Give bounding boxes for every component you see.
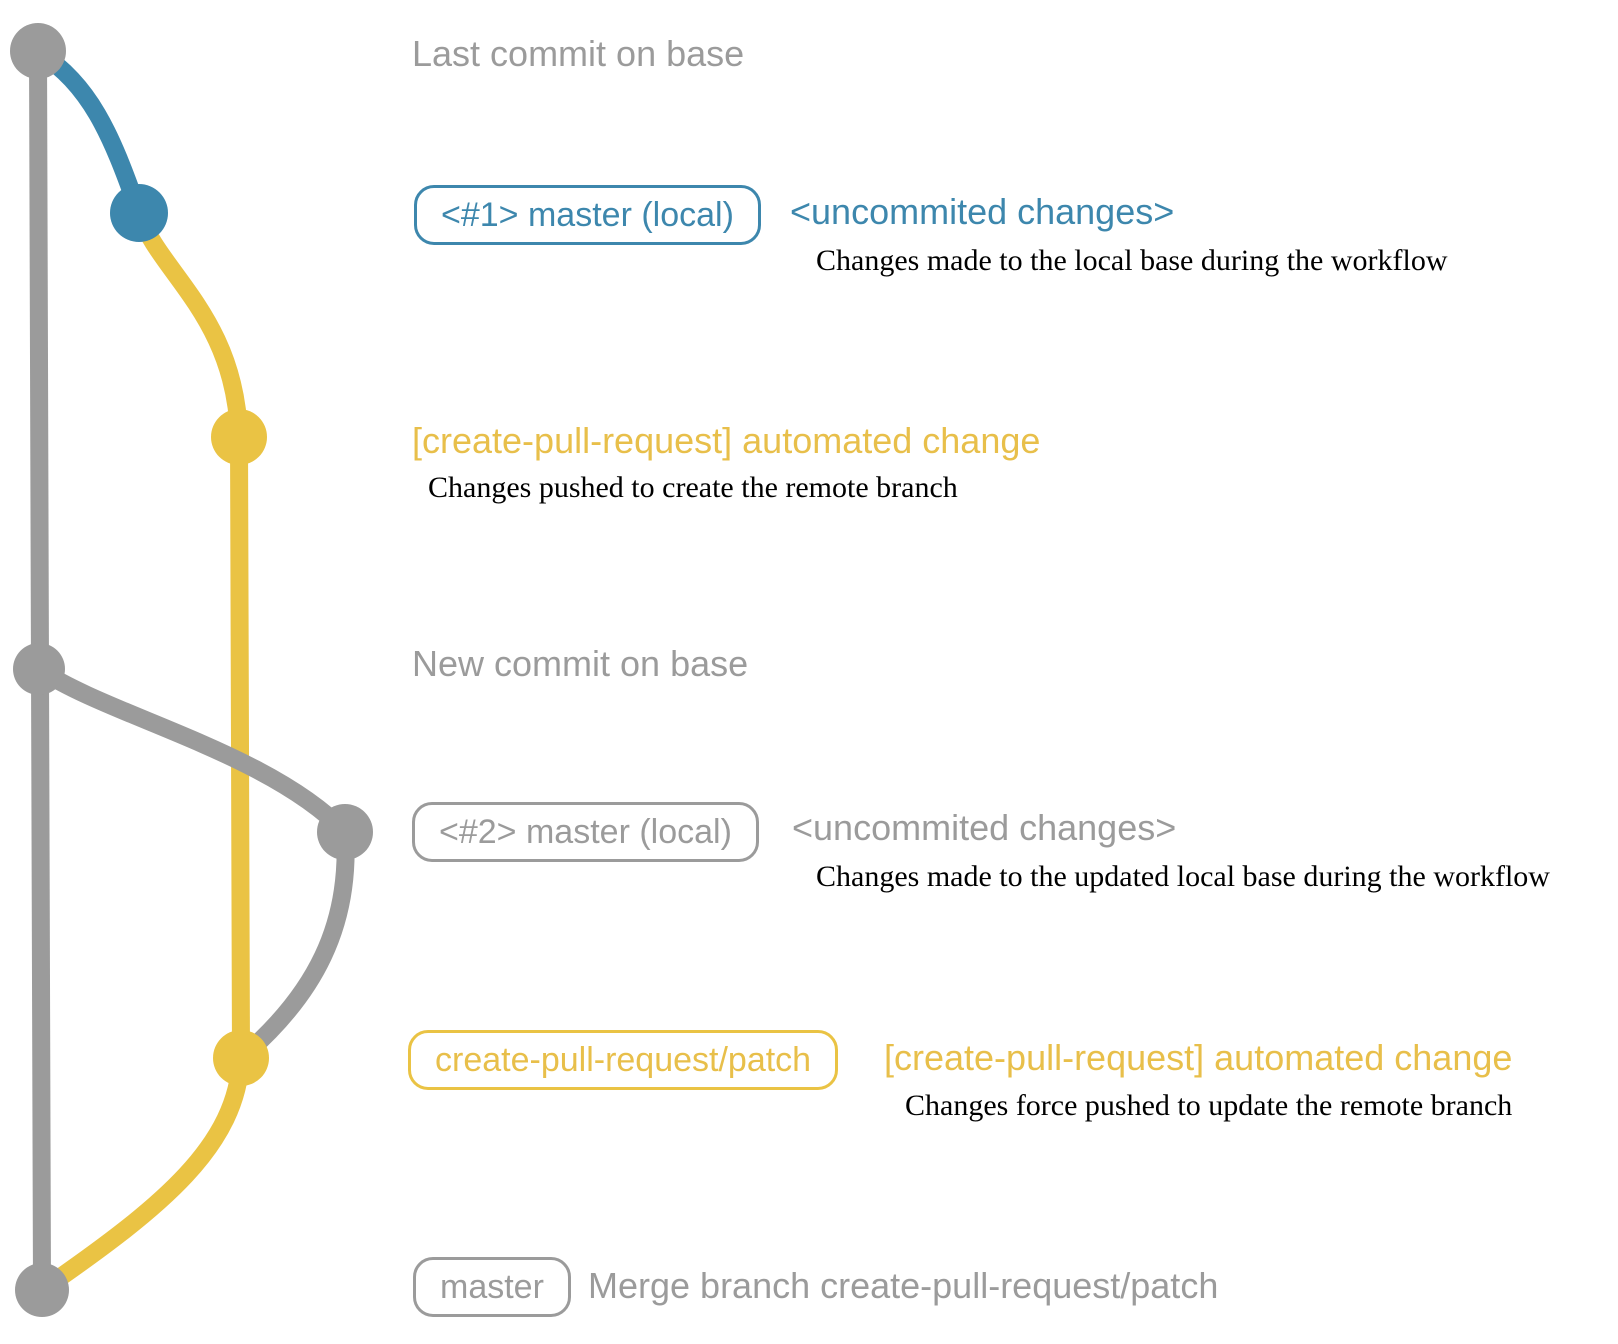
commit-dot-remote-2 <box>213 1030 269 1086</box>
label-last-commit-on-base: Last commit on base <box>412 33 745 74</box>
badge-patch-branch: create-pull-request/patch <box>408 1030 839 1090</box>
commit-dot-last-base <box>10 23 66 79</box>
label-merge-branch: Merge branch create-pull-request/patch <box>588 1265 1219 1306</box>
badge-master-local-2: <#2> master (local) <box>412 802 759 862</box>
label-automated-change-2: [create-pull-request] automated change <box>884 1037 1513 1078</box>
label-uncommited-changes-2: <uncommited changes> <box>792 807 1177 848</box>
badge-master: master <box>413 1257 571 1317</box>
label-new-commit-on-base: New commit on base <box>412 643 749 684</box>
commit-dot-local-1 <box>110 184 168 242</box>
label-uncommited-changes-1: <uncommited changes> <box>790 191 1175 232</box>
commit-dot-merge <box>15 1263 69 1317</box>
desc-updated-local-base: Changes made to the updated local base d… <box>816 860 1550 893</box>
desc-local-base: Changes made to the local base during th… <box>816 244 1448 277</box>
desc-force-pushed: Changes force pushed to update the remot… <box>905 1089 1513 1122</box>
label-automated-change-1: [create-pull-request] automated change <box>412 420 1041 461</box>
desc-pushed-create: Changes pushed to create the remote bran… <box>428 471 958 504</box>
local-branch-curve-2 <box>30 660 355 1067</box>
commit-dot-new-base <box>13 643 65 695</box>
badge-master-local-1: <#1> master (local) <box>414 185 761 245</box>
commit-dot-remote-1 <box>211 409 267 465</box>
commit-dot-local-2 <box>317 804 373 860</box>
